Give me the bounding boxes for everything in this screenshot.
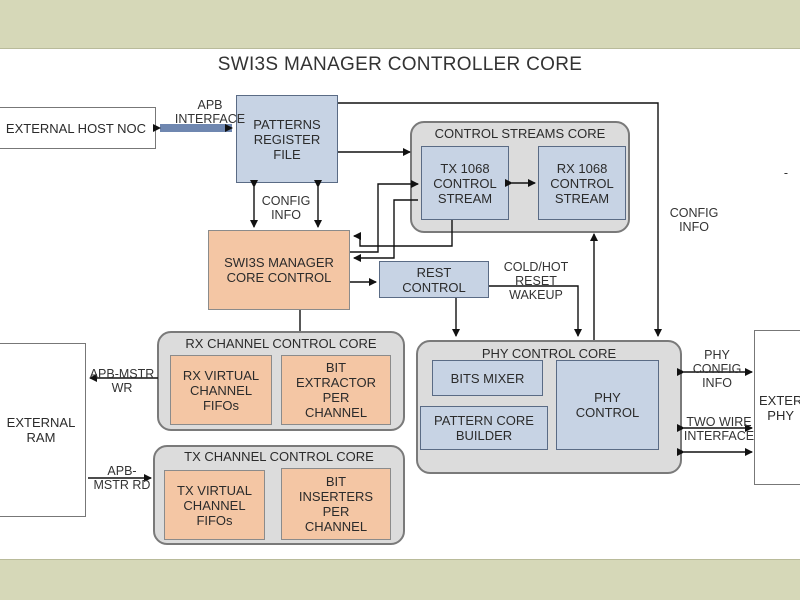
register-to-phy-core <box>338 102 662 337</box>
tx-channel-control-core-label: TX CHANNEL CONTROL CORE <box>184 449 374 464</box>
cold-hot-reset-label: COLD/HOT RESET WAKEUP <box>503 260 569 302</box>
apb-mstr-rd-label: APB- MSTR RD <box>93 464 151 492</box>
rx-channel-control-core-label: RX CHANNEL CONTROL CORE <box>185 336 377 351</box>
rx-virtual-channel-fifos-block: RX VIRTUAL CHANNEL FIFOs <box>170 355 272 425</box>
core-control-to-tx-stream-1 <box>350 180 419 253</box>
apb-mstr-wr-label: APB-MSTR WR <box>89 367 155 395</box>
bits-mixer-block: BITS MIXER <box>432 360 543 396</box>
tx-1068-control-stream-block: TX 1068 CONTROL STREAM <box>421 146 509 220</box>
tx-virtual-channel-fifos-block: TX VIRTUAL CHANNEL FIFOs <box>164 470 265 540</box>
pattern-core-builder-block: PATTERN CORE BUILDER <box>420 406 548 450</box>
reset-to-phy-core <box>489 285 582 337</box>
phy-control-block: PHY CONTROL <box>556 360 659 450</box>
bit-inserters-per-channel-block: BIT INSERTERS PER CHANNEL <box>281 468 391 540</box>
swi3s-manager-core-control-block: SWI3S MANAGER CORE CONTROL <box>208 230 350 310</box>
config-info-right-label: CONFIG INFO <box>669 206 719 234</box>
dash-mark: - <box>783 166 789 180</box>
core-control-to-tx-stream-2 <box>353 199 418 262</box>
diagram-title: SWI3S MANAGER CONTROLLER CORE <box>217 54 583 75</box>
two-wire-interface-label: TWO WIRE INTERFACE <box>683 415 755 443</box>
phy-control-core-label: PHY CONTROL CORE <box>481 346 617 361</box>
external-phy-block: EXTER PHY <box>754 330 800 485</box>
external-host-noc-block: EXTERNAL HOST NOC <box>0 107 156 149</box>
control-streams-core-label: CONTROL STREAMS CORE <box>434 126 606 141</box>
bit-extractor-per-channel-block: BIT EXTRACTOR PER CHANNEL <box>281 355 391 425</box>
tx-stream-to-core-control <box>353 220 453 247</box>
external-ram-block: EXTERNAL RAM <box>0 343 86 517</box>
rest-control-block: REST CONTROL <box>379 261 489 298</box>
apb-interface-label: APB INTERFACE <box>174 98 246 126</box>
patterns-register-file-block: PATTERNS REGISTER FILE <box>236 95 338 183</box>
config-info-left-label: CONFIG INFO <box>261 194 311 222</box>
rx-1068-control-stream-block: RX 1068 CONTROL STREAM <box>538 146 626 220</box>
phy-config-info-label: PHY CONFIG INFO <box>692 348 742 390</box>
